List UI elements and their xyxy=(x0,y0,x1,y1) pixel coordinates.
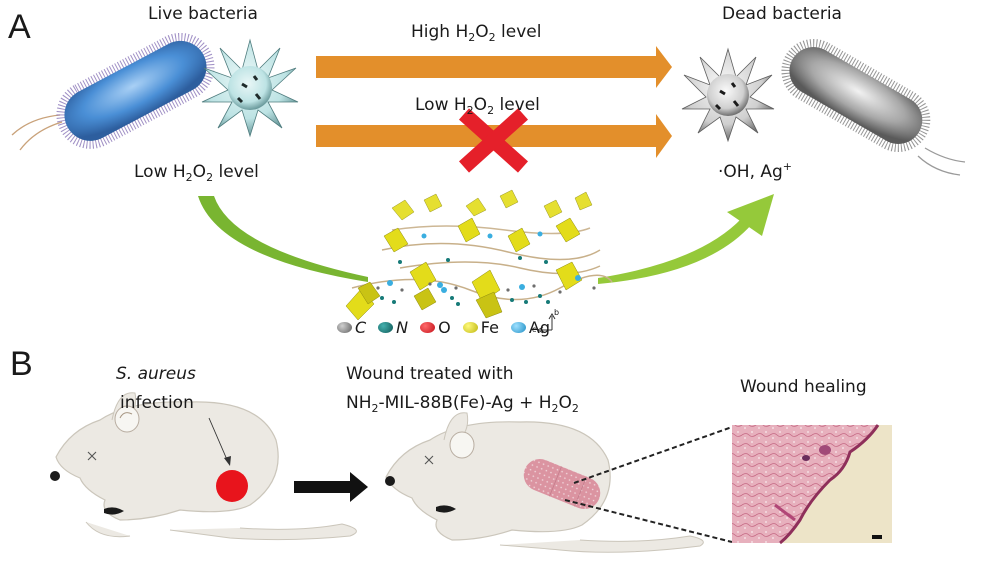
atom-legend: C N O Fe Ag xyxy=(337,318,558,337)
products-label: ·OH, Ag+ xyxy=(718,160,793,182)
infection-label: infection xyxy=(120,393,194,413)
low-h2o2-arrow-label: Low H2O2 level xyxy=(415,95,540,117)
axis-c-label: c xyxy=(532,325,537,334)
legend-item-fe: Fe xyxy=(462,318,499,337)
legend-item-ag: Ag xyxy=(510,318,550,337)
nitrogen-atom-icon xyxy=(378,322,394,333)
histology-image xyxy=(732,424,892,545)
panel-b-label: B xyxy=(10,345,33,383)
live-bacteria-label: Live bacteria xyxy=(148,4,258,24)
low-h2o2-level-label: Low H2O2 level xyxy=(134,162,259,184)
legend-item-o: O xyxy=(420,318,451,337)
blocked-cross-icon xyxy=(458,108,529,173)
green-arrow-left xyxy=(198,196,368,282)
crystal-axes-icon xyxy=(537,313,556,334)
high-h2o2-arrow xyxy=(316,46,672,88)
legend-item-c: C xyxy=(337,318,366,337)
wound-healing-label: Wound healing xyxy=(740,377,867,397)
treatment-label-line2: NH2-MIL-88B(Fe)-Ag + H2O2 xyxy=(346,393,579,415)
infected-mouse-illustration xyxy=(50,392,357,541)
oxygen-atom-icon xyxy=(420,322,436,333)
live-bacterium-icon xyxy=(11,32,215,151)
mof-crystal-structure xyxy=(345,189,613,321)
green-arrow-right xyxy=(598,194,774,284)
legend-item-n: N xyxy=(378,318,408,337)
iron-atom-icon xyxy=(462,322,478,333)
carbon-atom-icon xyxy=(337,322,352,333)
dead-bacterium-icon xyxy=(781,39,966,176)
scale-bar xyxy=(872,535,882,539)
treated-mouse-illustration xyxy=(385,412,704,553)
infection-species-label: S. aureus xyxy=(116,364,196,384)
treatment-label-line1: Wound treated with xyxy=(346,364,514,384)
high-h2o2-label: High H2O2 level xyxy=(411,22,542,44)
zoom-lines xyxy=(564,426,733,543)
silver-atom-icon xyxy=(510,322,526,333)
nanoparticle-icon-left xyxy=(201,38,299,138)
axis-b-label: b xyxy=(554,308,560,317)
panel-a-label: A xyxy=(8,8,31,46)
nanoparticle-icon-right xyxy=(681,47,775,143)
dead-bacteria-label: Dead bacteria xyxy=(722,4,842,24)
treatment-arrow xyxy=(294,472,368,502)
